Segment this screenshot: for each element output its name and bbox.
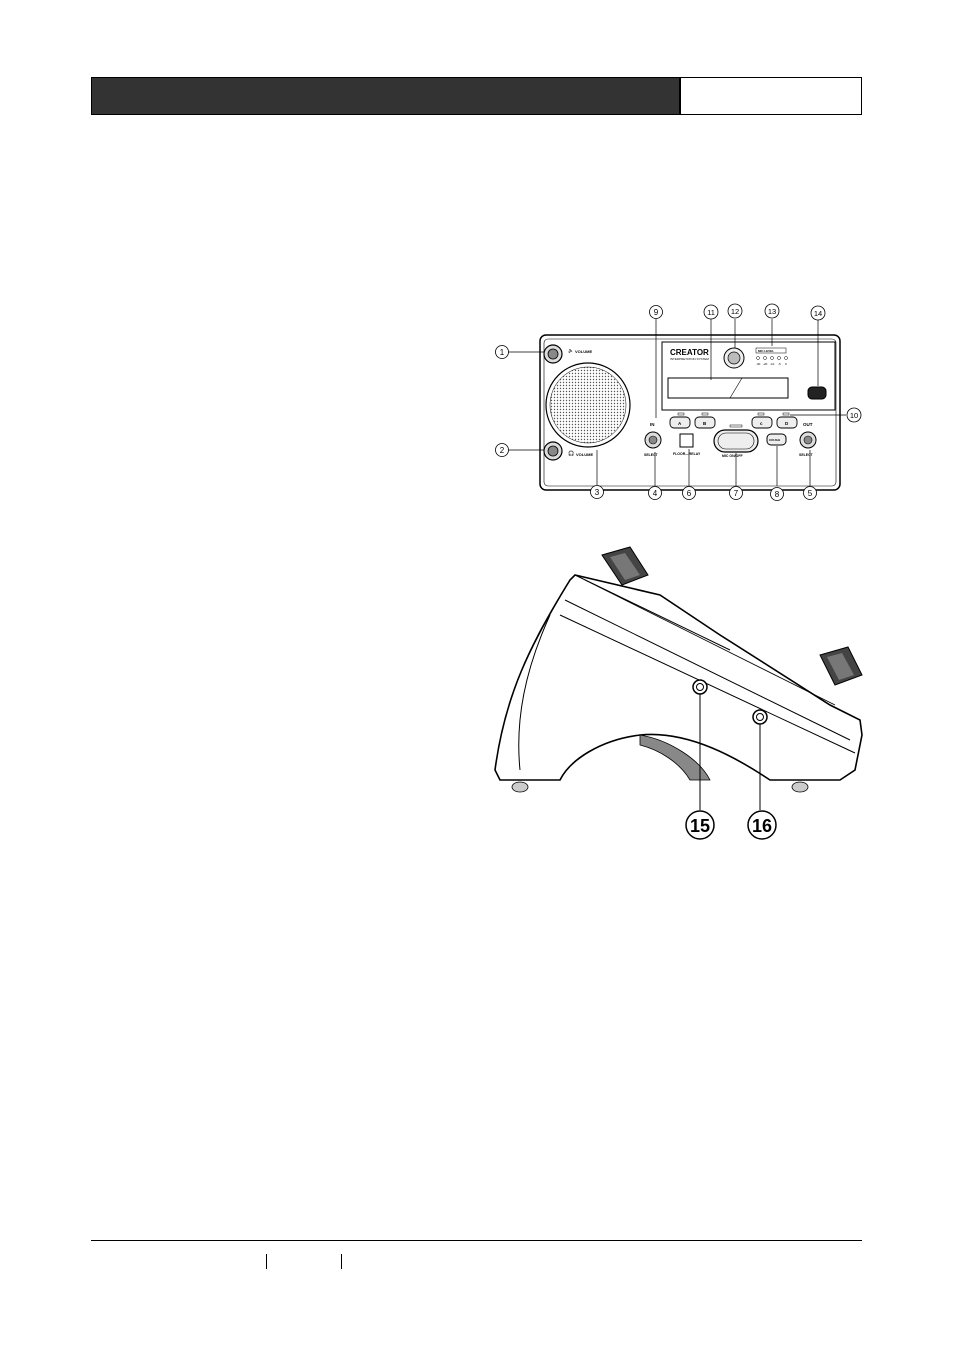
mic-onoff-label: MIC ON/OFF	[722, 454, 743, 458]
svg-text:4: 4	[653, 489, 658, 498]
select-out-label: SELECT	[799, 453, 814, 457]
footer-rule	[91, 1240, 862, 1241]
footer-divider-1	[266, 1254, 267, 1269]
header-bar	[91, 77, 862, 115]
callout-2: 2	[495, 443, 509, 457]
volume-top-label: VOLUME	[575, 349, 592, 354]
callout-13: 13	[764, 303, 780, 319]
svg-text:16: 16	[752, 816, 772, 836]
floor-relay-button	[679, 433, 694, 448]
card-slot	[807, 386, 827, 400]
footer-divider-2	[341, 1254, 342, 1269]
brand-subtitle: INTERPRETATION SYSTEM	[670, 357, 709, 361]
side-jack-15	[692, 679, 708, 695]
level-scale-3: -5	[778, 362, 781, 366]
level-scale-2: -10	[770, 362, 775, 366]
floor-relay-label: FLOOR—RELAY	[673, 452, 701, 456]
right-knob	[819, 646, 863, 686]
callout-8: 8	[770, 487, 784, 501]
side-view-figure: 15 16	[494, 546, 863, 840]
callout-14: 14	[810, 305, 826, 321]
callout-9: 9	[649, 305, 663, 319]
speaker-icon: 🔈	[568, 348, 574, 354]
header-dark-block	[91, 77, 680, 115]
mic-level-label: MIC LEVEL	[758, 349, 774, 353]
callout-12: 12	[727, 303, 743, 319]
svg-text:14: 14	[814, 309, 822, 318]
svg-text:8: 8	[775, 490, 780, 499]
svg-text:1: 1	[500, 348, 505, 357]
lcd-display	[667, 377, 789, 399]
in-select-knob	[644, 431, 662, 449]
volume-knob-top	[543, 344, 563, 364]
side-jack-16	[752, 709, 768, 725]
svg-text:2: 2	[500, 446, 505, 455]
headphone-icon: 🎧	[568, 450, 574, 457]
volume-bottom-label: VOLUME	[576, 452, 593, 457]
front-panel-figure: 🔈 VOLUME 🎧 VOLUME CREATOR INTERPRETATION…	[495, 303, 862, 501]
btn-d-label: D	[785, 421, 789, 426]
level-scale-4: 0	[785, 362, 787, 366]
mic-onoff-button	[713, 429, 759, 453]
callout-11: 11	[703, 304, 719, 320]
side-body	[494, 574, 863, 781]
svg-text:13: 13	[768, 307, 776, 316]
callout-6: 6	[682, 486, 696, 500]
svg-text:10: 10	[850, 411, 858, 420]
select-in-label: SELECT	[644, 453, 659, 457]
callout-16: 16	[747, 810, 777, 840]
cough-label: COUGH	[769, 438, 780, 442]
callout-3: 3	[590, 485, 604, 499]
out-select-knob	[799, 431, 817, 449]
btn-c-label: c	[760, 421, 763, 426]
svg-text:5: 5	[808, 489, 813, 498]
volume-knob-bottom	[543, 441, 563, 461]
cough-button	[766, 433, 787, 446]
out-label: OUT	[803, 422, 813, 427]
callout-7: 7	[729, 486, 743, 500]
level-scale-1: -20	[763, 362, 768, 366]
brand-logo: CREATOR	[670, 348, 709, 357]
svg-text:3: 3	[595, 488, 600, 497]
svg-text:6: 6	[687, 489, 692, 498]
svg-text:7: 7	[734, 489, 739, 498]
svg-text:15: 15	[690, 816, 710, 836]
headset-socket	[723, 347, 745, 369]
speaker-grille	[545, 362, 631, 448]
header-light-block	[680, 77, 862, 115]
callout-5: 5	[803, 486, 817, 500]
svg-text:12: 12	[731, 307, 739, 316]
channel-buttons	[669, 412, 798, 429]
callout-10: 10	[846, 407, 862, 423]
mic-level-leds	[756, 356, 788, 360]
in-label: IN	[650, 422, 655, 427]
callout-1: 1	[495, 345, 509, 359]
svg-text:11: 11	[707, 308, 715, 317]
level-scale-0: -30	[756, 362, 761, 366]
btn-a-label: A	[678, 421, 682, 426]
svg-text:9: 9	[654, 308, 659, 317]
callout-15: 15	[685, 810, 715, 840]
btn-b-label: B	[703, 421, 707, 426]
callout-4: 4	[648, 486, 662, 500]
top-knob	[601, 546, 649, 586]
